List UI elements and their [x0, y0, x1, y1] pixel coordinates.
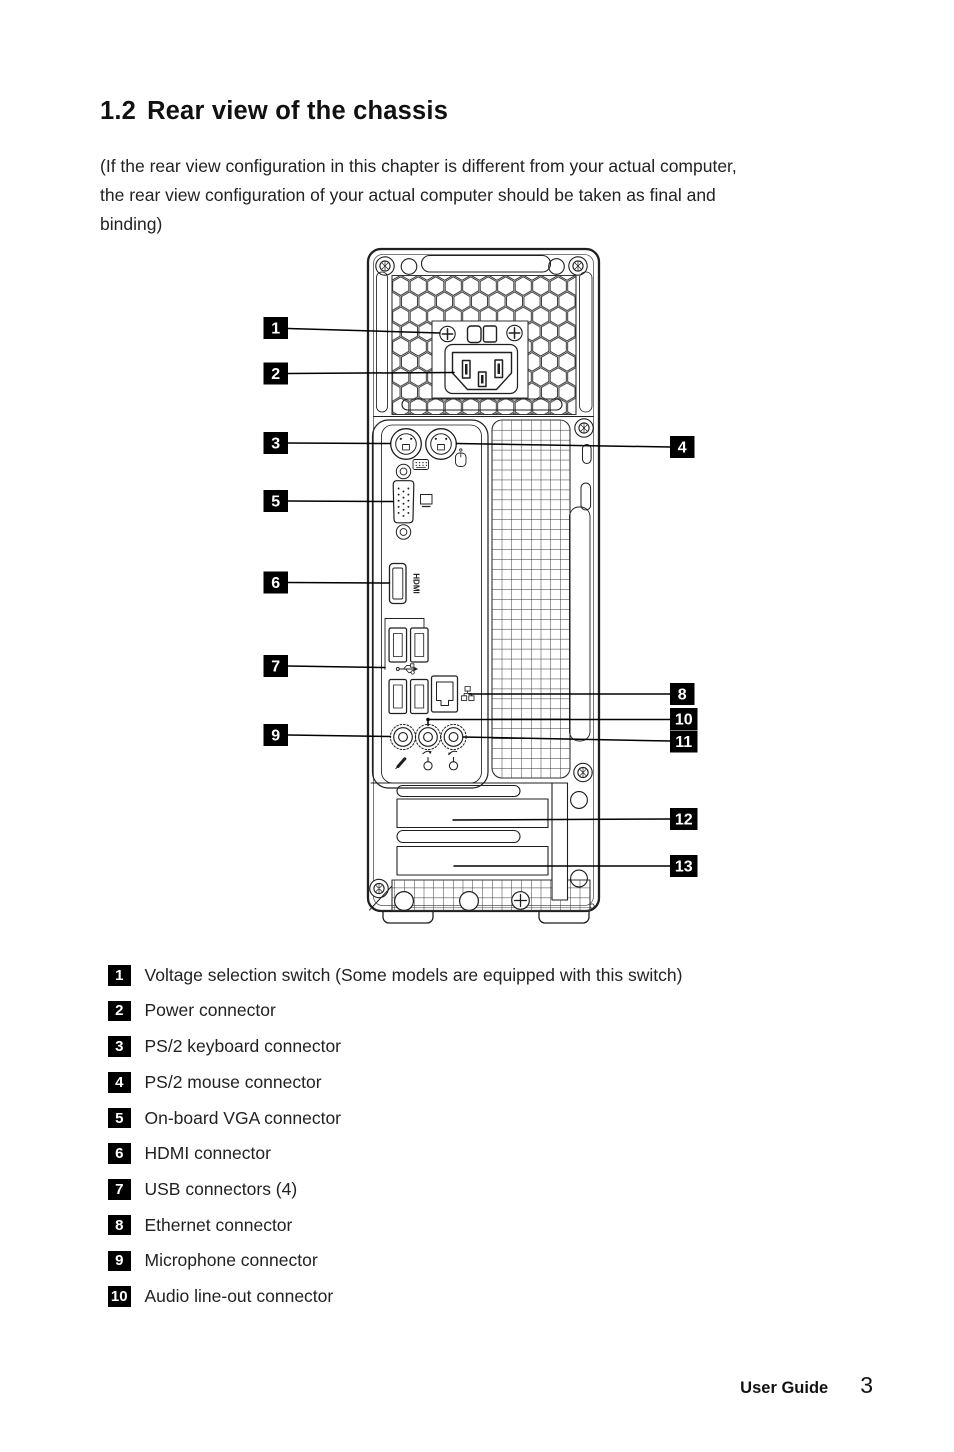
legend-item-number: 10 [108, 1286, 131, 1307]
voltage-selection-switch [466, 325, 498, 344]
top-screws [375, 254, 588, 276]
page-title: 1.2 Rear view of the chassis [100, 97, 448, 126]
intro-line: (If the rear view configuration in this … [100, 156, 737, 176]
footer-doc-title: User Guide [740, 1379, 829, 1397]
ethernet-connector [430, 675, 459, 713]
mouse-icon [455, 448, 467, 467]
legend-item-number: 8 [108, 1214, 131, 1236]
callout-11: 11 [670, 730, 698, 753]
legend-item-label: HDMI connector [144, 1143, 271, 1164]
callout-9: 9 [263, 724, 288, 746]
footer-page-number: 3 [860, 1372, 873, 1398]
microphone-icon [395, 757, 407, 769]
svg-text:13: 13 [675, 859, 693, 876]
usb-icon [395, 663, 419, 675]
psu-plate [431, 320, 529, 399]
keyboard-icon [412, 459, 429, 470]
legend-item: 1 Voltage selection switch (Some models … [108, 965, 682, 986]
svg-text:11: 11 [675, 734, 692, 751]
slot-cover-2 [396, 829, 521, 844]
rear-chassis-diagram: HDMI [263, 247, 698, 924]
legend-item-number: 4 [108, 1072, 131, 1093]
legend-item-label: Voltage selection switch (Some models ar… [144, 964, 683, 985]
intro-paragraph: (If the rear view configuration in this … [100, 152, 737, 240]
legend-item: 2 Power connector [108, 1000, 682, 1022]
callout-6: 6 [263, 571, 288, 594]
vga-connector [392, 463, 415, 540]
svg-text:5: 5 [271, 494, 280, 511]
section-title: Rear view of the chassis [147, 97, 449, 125]
legend-item: 8 Ethernet connector [108, 1215, 682, 1236]
legend-item-label: Power connector [144, 1000, 276, 1021]
legend-item: 7 USB connectors (4) [108, 1179, 682, 1200]
legend-item-label: PS/2 mouse connector [144, 1071, 322, 1092]
expansion-slot-1 [396, 798, 549, 829]
side-vent-grid [491, 418, 594, 783]
monitor-icon [420, 494, 433, 508]
legend-item: 5 On-board VGA connector [108, 1108, 682, 1129]
legend-item-number: 3 [108, 1036, 131, 1057]
svg-text:2: 2 [271, 366, 280, 383]
intro-line: binding) [100, 214, 163, 235]
intro-line: the rear view configuration of your actu… [100, 185, 716, 206]
callout-7: 7 [263, 655, 288, 677]
callout-1: 1 [263, 317, 288, 339]
svg-text:4: 4 [678, 440, 687, 457]
svg-text:8: 8 [678, 687, 687, 704]
svg-text:1: 1 [271, 321, 280, 338]
slot-bracket-rail [551, 782, 569, 901]
legend-item-label: USB connectors (4) [144, 1178, 298, 1199]
svg-text:3: 3 [271, 436, 280, 453]
line-out-icon [422, 750, 433, 771]
callout-5: 5 [263, 490, 288, 512]
legend-item-number: 6 [108, 1143, 131, 1164]
legend-item-number: 2 [108, 1000, 131, 1022]
legend-item-label: Audio line-out connector [144, 1285, 334, 1306]
svg-text:7: 7 [271, 659, 280, 676]
legend-item: 4 PS/2 mouse connector [108, 1072, 682, 1093]
legend-item: 6 HDMI connector [108, 1143, 682, 1164]
usb-connectors [384, 618, 429, 715]
leader-lines [287, 327, 671, 867]
callout-8: 8 [670, 683, 695, 705]
callout-13: 13 [670, 855, 698, 877]
legend-item-number: 9 [108, 1250, 131, 1271]
legend-item-label: Microphone connector [144, 1250, 318, 1271]
diagram-callouts: 1 2 3 4 5 6 7 8 9 10 11 12 13 [263, 317, 698, 877]
bottom-details [369, 878, 595, 911]
section-number: 1.2 [100, 97, 137, 125]
expansion-slot-area [370, 782, 591, 912]
legend-item-label: PS/2 keyboard connector [144, 1036, 342, 1057]
legend-item: 10 Audio line-out connector [108, 1286, 682, 1307]
callout-4: 4 [670, 436, 695, 458]
expansion-slot-2 [396, 845, 549, 876]
legend: 1 Voltage selection switch (Some models … [108, 965, 682, 1322]
legend-item: 3 PS/2 keyboard connector [108, 1036, 682, 1057]
svg-text:9: 9 [271, 728, 280, 745]
slot-cover-1 [396, 784, 521, 798]
legend-item-label: Ethernet connector [144, 1214, 293, 1235]
legend-item-number: 7 [108, 1179, 131, 1200]
legend-item-number: 1 [108, 965, 131, 986]
callout-2: 2 [263, 362, 288, 385]
svg-text:12: 12 [675, 812, 693, 829]
page-footer: User Guide 3 [740, 1372, 873, 1399]
handle-slot [401, 398, 563, 411]
callout-12: 12 [670, 808, 698, 830]
legend-item: 9 Microphone connector [108, 1250, 682, 1271]
callout-3: 3 [263, 432, 288, 454]
legend-item-label: On-board VGA connector [144, 1107, 342, 1128]
svg-text:10: 10 [675, 712, 693, 729]
line-in-icon [448, 750, 459, 771]
hdmi-label: HDMI [412, 573, 421, 593]
legend-item-number: 5 [108, 1107, 131, 1129]
svg-text:6: 6 [271, 575, 280, 592]
ethernet-icon [461, 686, 475, 701]
callout-10: 10 [670, 708, 698, 730]
